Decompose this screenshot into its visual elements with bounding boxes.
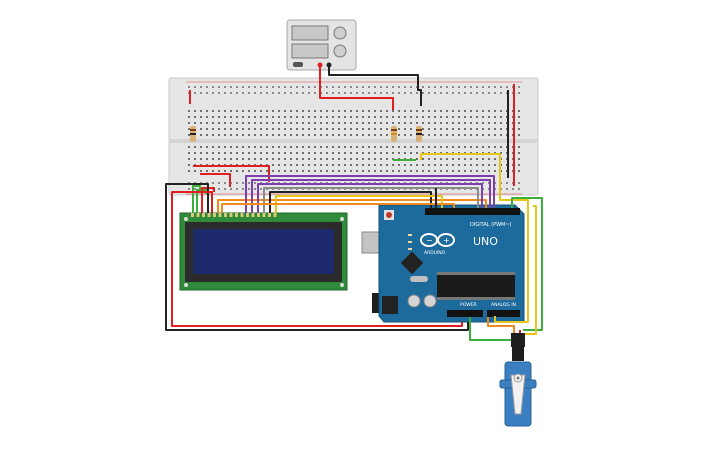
lcd-pin[interactable] (235, 213, 238, 217)
atmega-chip[interactable] (437, 275, 515, 297)
lcd-pin[interactable] (202, 213, 205, 217)
lcd-pin[interactable] (262, 213, 266, 217)
lcd-pin-header (191, 213, 277, 217)
wire-lcd-purple-3[interactable] (257, 183, 483, 213)
lcd-pin[interactable] (207, 213, 211, 217)
voltage-knob[interactable] (333, 26, 347, 40)
lcd-pin[interactable] (213, 213, 216, 217)
lcd-pin[interactable] (240, 213, 244, 217)
power-switch[interactable] (293, 62, 303, 67)
wire-lcd-black-2[interactable] (269, 191, 432, 213)
rail-bottom (186, 180, 522, 192)
wires (165, 67, 543, 341)
terminal-bottom (186, 145, 522, 175)
wire-lcd-orange-2[interactable] (221, 203, 455, 213)
resistor-left[interactable] (190, 126, 196, 142)
wire-servo-orange[interactable] (487, 317, 515, 333)
current-knob[interactable] (333, 44, 347, 58)
wire-bb-red-low[interactable] (200, 173, 231, 187)
lcd-pin[interactable] (191, 213, 194, 217)
servo-connector[interactable] (511, 333, 525, 347)
lcd-pin[interactable] (224, 213, 227, 217)
wire-lcd-orange[interactable] (217, 199, 487, 213)
arduino-model: UNO (473, 235, 498, 248)
servo-motor-icon[interactable] (499, 333, 537, 427)
analog-header[interactable] (487, 310, 520, 317)
power-header[interactable] (447, 310, 483, 317)
terminal-top (186, 107, 522, 137)
resistor-right[interactable] (416, 126, 422, 142)
power-header-label: POWER (460, 302, 477, 308)
wire-lcd-black[interactable] (165, 183, 469, 331)
resistor-middle[interactable] (391, 126, 397, 142)
arduino-uno-board[interactable]: DIGITAL (PWM~) − + ARDUINO UNO POWER ANA… (361, 204, 525, 323)
negative-terminal[interactable] (326, 62, 332, 68)
capacitor-left (407, 294, 421, 308)
lcd-pin[interactable] (196, 213, 200, 217)
breadboard[interactable] (168, 77, 539, 196)
wire-lcd-gray[interactable] (263, 187, 479, 213)
capacitor-right (423, 294, 437, 308)
lcd-pin[interactable] (246, 213, 249, 217)
infinity-logo-icon: − + (420, 233, 455, 247)
analog-header-label: ANALOG IN (491, 302, 516, 308)
power-supply[interactable] (286, 19, 357, 71)
wire-servo-yellow[interactable] (525, 205, 537, 335)
center-channel (170, 139, 537, 143)
wire-lcd-purple-2[interactable] (251, 179, 491, 213)
wire-supply-positive[interactable] (319, 67, 394, 110)
wire-servo-green[interactable] (469, 317, 511, 341)
voltage-display (291, 25, 329, 41)
wire-lcd-red-loop[interactable] (171, 191, 463, 327)
lcd-screen (193, 229, 334, 274)
crystal (410, 276, 428, 282)
wire-lcd-purple-1[interactable] (245, 175, 495, 213)
rail-top (186, 84, 522, 98)
lcd-pin[interactable] (218, 213, 222, 217)
svg-text:−: − (426, 236, 433, 245)
lcd-pin[interactable] (268, 213, 271, 217)
lcd-pin[interactable] (273, 213, 277, 217)
arduino-brand: ARDUINO (424, 250, 446, 256)
wire-lcd-green-1[interactable] (192, 185, 201, 213)
voltage-regulator (382, 296, 398, 314)
digital-header-label: DIGITAL (PWM~) (470, 222, 512, 228)
current-display (291, 43, 329, 59)
lcd-pin[interactable] (257, 213, 260, 217)
positive-terminal[interactable] (317, 62, 323, 68)
wire-supply-negative[interactable] (328, 67, 422, 106)
lcd-16x2-icon[interactable] (179, 212, 348, 291)
wire-bb-yellow-servo[interactable] (420, 153, 529, 323)
lcd-pin[interactable] (251, 213, 255, 217)
lcd-pin[interactable] (229, 213, 233, 217)
svg-text:+: + (443, 236, 450, 245)
digital-header[interactable] (425, 208, 520, 215)
